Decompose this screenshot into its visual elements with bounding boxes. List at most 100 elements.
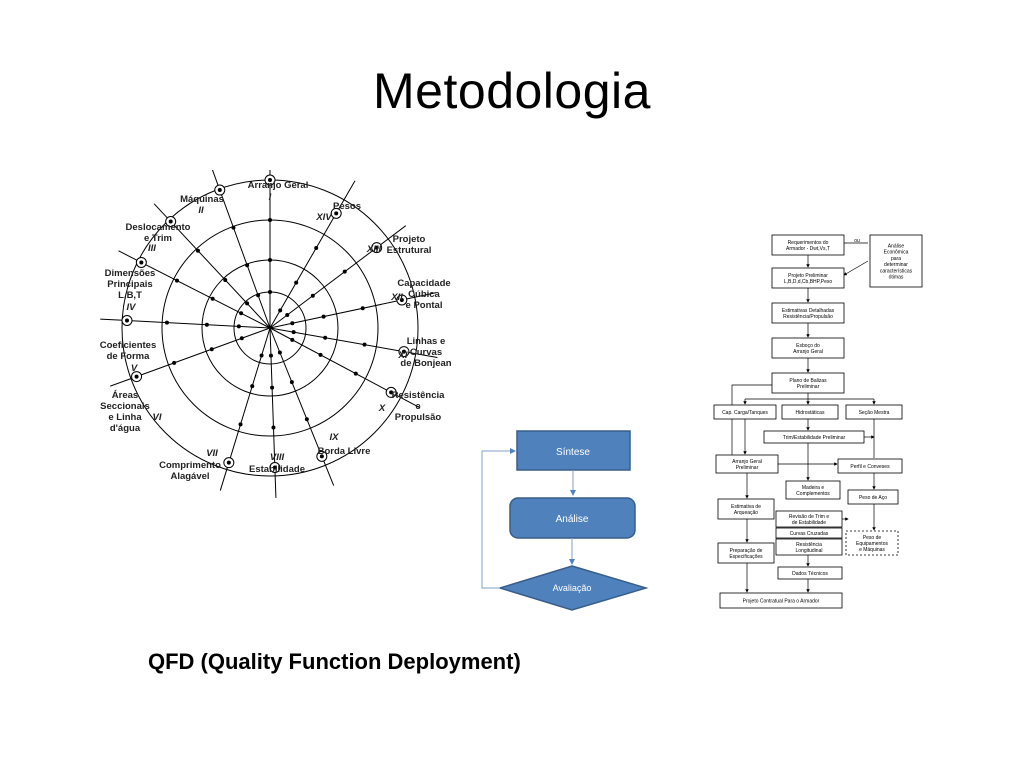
spiral-node-dot (245, 301, 250, 306)
spiral-spoke-numeral: IX (330, 432, 340, 443)
projeto-contratual-box (719, 592, 843, 609)
spiral-node-dot (334, 211, 339, 216)
spiral-node-dot (278, 308, 283, 313)
spiral-node-dot (318, 352, 323, 357)
spiral-node-dot (259, 353, 264, 358)
flow-arrow (843, 260, 869, 276)
spiral-node-dot (231, 225, 236, 230)
secao-mestra-box-label: Seção Mestra (859, 410, 890, 416)
dados-tecnicos-box (777, 566, 843, 580)
spiral-node-dot (209, 347, 214, 352)
sintese-box (516, 430, 631, 471)
spiral-node-dot (285, 313, 290, 318)
spiral-node-dot (250, 384, 255, 389)
spiral-node-dot (314, 245, 319, 250)
plano-balizas-box (771, 372, 845, 394)
spiral-node-dot (272, 465, 277, 470)
spiral-node-dot (268, 290, 272, 294)
spiral-node-dot (374, 245, 379, 250)
spiral-node-dot (319, 454, 324, 459)
cap-carga-box (713, 404, 777, 420)
spiral-spoke-numeral: V (131, 363, 138, 374)
spiral-spoke-numeral: VI (153, 412, 162, 423)
curvas-cruzadas-box-label: Curvas Cruzadas (790, 531, 829, 537)
madeira-box (785, 480, 841, 500)
spiral-node-dot (226, 460, 231, 465)
arranjo-geral-box (715, 454, 779, 474)
spiral-spoke-numeral: II (198, 205, 204, 216)
spiral-node-dot (389, 390, 394, 395)
spiral-node-dot (134, 374, 139, 379)
spiral-node-dot (268, 178, 272, 182)
projeto-contratual-box-label: Projeto Contratual Para o Armador (743, 599, 820, 605)
spiral-node-dot (239, 336, 244, 341)
projeto-prelim-box (771, 267, 845, 289)
spiral-node-dot (401, 349, 406, 354)
trim-estab-box (763, 430, 865, 444)
spiral-spoke-label: Borda Livre (318, 446, 371, 457)
curvas-cruzadas-box (775, 527, 843, 539)
spiral-spoke-numeral: XIII (366, 244, 382, 255)
spiral-spoke (269, 327, 438, 359)
spiral-spoke (269, 180, 356, 329)
spiral-spoke (269, 292, 437, 329)
spiral-spoke-numeral: III (148, 243, 156, 254)
preparacao-box (717, 542, 775, 564)
spiral-node-dot (270, 385, 275, 390)
spiral-node-dot (321, 314, 326, 319)
spiral-node-dot (210, 296, 215, 301)
spiral-node-dot (310, 293, 315, 298)
spiral-node-dot (323, 335, 328, 340)
spiral-node-dot (217, 188, 222, 193)
spiral-node-dot (304, 417, 309, 422)
spiral-node-dot (238, 422, 243, 427)
hidrostaticas-box-label: Hidrostáticas (796, 410, 825, 416)
spiral-node-dot (245, 263, 250, 268)
spiral-node-dot (360, 306, 365, 311)
revisao-trim-box (775, 510, 843, 528)
avaliacao-diamond (497, 565, 649, 611)
spiral-spoke-label: Estabilidade (249, 464, 305, 475)
spiral-spoke-numeral: IV (127, 302, 137, 313)
feedback-arrow (481, 448, 516, 589)
spiral-node-dot (289, 380, 294, 385)
requisitos-box (771, 234, 845, 256)
spiral-spokes (100, 170, 438, 498)
peso-equip-box (845, 530, 899, 556)
spiral-spoke-numeral: VIII (270, 452, 285, 463)
spiral-node-dot (268, 218, 272, 222)
spiral-node-dot (164, 320, 169, 325)
spiral-spoke (269, 225, 407, 329)
flow-line (745, 393, 809, 400)
spiral-node-dot (223, 278, 228, 283)
spiral-node-dot (256, 293, 261, 298)
design-cycle-diagram: Síntese Análise Avaliação (481, 430, 649, 611)
spiral-node-dot (168, 219, 173, 224)
esboco-box (771, 337, 845, 359)
slide-subtitle: QFD (Quality Function Deployment) (148, 649, 521, 674)
perfil-box-label: Perfil e Conveses (850, 464, 890, 470)
spiral-node-dot (174, 278, 179, 283)
spiral-spoke-numeral: VII (206, 448, 218, 459)
flow-connectors (731, 242, 876, 593)
perfil-box (837, 458, 903, 474)
estimativas-box (771, 302, 845, 324)
